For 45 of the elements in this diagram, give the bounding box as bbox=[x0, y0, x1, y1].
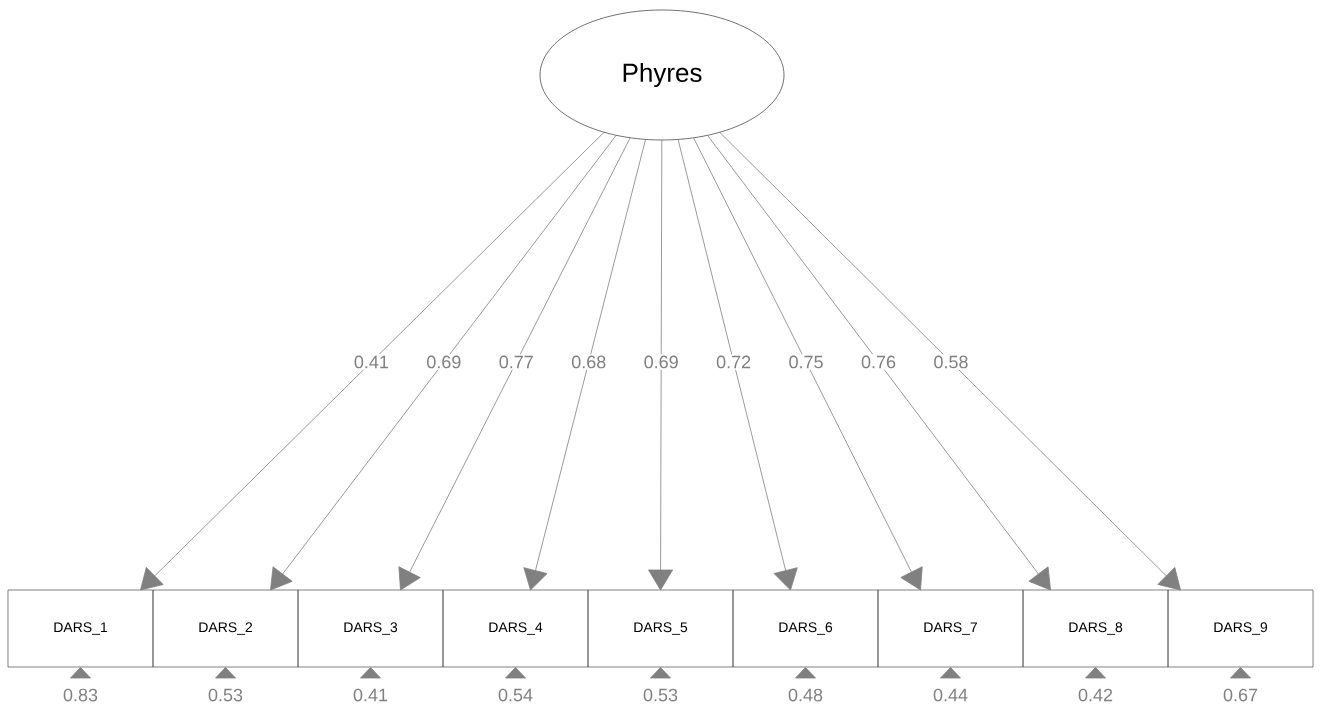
variable-box: DARS_4 bbox=[442, 589, 589, 668]
variable-box: DARS_7 bbox=[877, 589, 1024, 668]
variable-box: DARS_8 bbox=[1022, 589, 1169, 668]
residual-arrow bbox=[650, 667, 671, 679]
variable-box: DARS_6 bbox=[732, 589, 879, 668]
residual-arrow bbox=[1230, 667, 1251, 679]
arrow bbox=[719, 131, 1181, 591]
arrow bbox=[398, 137, 631, 591]
edge-label: 0.42 bbox=[1078, 688, 1113, 702]
variable-box: DARS_2 bbox=[152, 589, 299, 668]
residual-arrow bbox=[795, 667, 816, 679]
edge-label: 0.53 bbox=[643, 688, 678, 702]
edge-label: 0.48 bbox=[788, 688, 823, 702]
edge-label: 0.75 bbox=[787, 354, 826, 370]
edge-label: 0.69 bbox=[424, 354, 463, 370]
variable-box: DARS_3 bbox=[297, 589, 444, 668]
edge-label: 0.69 bbox=[642, 354, 681, 370]
edge-label: 0.76 bbox=[859, 354, 898, 370]
edge-label: 0.72 bbox=[714, 354, 753, 370]
residual-arrow bbox=[215, 667, 236, 679]
arrow bbox=[677, 139, 798, 591]
residual-arrow bbox=[360, 667, 381, 679]
variable-box: DARS_9 bbox=[1167, 589, 1314, 668]
edge-label: 0.53 bbox=[208, 688, 243, 702]
edge-label: 0.58 bbox=[931, 354, 970, 370]
edge-label: 0.83 bbox=[63, 688, 98, 702]
arrow bbox=[270, 134, 617, 591]
edge-label: 0.67 bbox=[1223, 688, 1258, 702]
edge-label: 0.68 bbox=[569, 354, 608, 370]
variable-box: DARS_1 bbox=[7, 589, 154, 668]
edge-label: 0.77 bbox=[497, 354, 536, 370]
residual-arrow bbox=[940, 667, 961, 679]
arrow bbox=[140, 131, 605, 591]
residual-arrow bbox=[70, 667, 91, 679]
edge-label: 0.54 bbox=[498, 688, 533, 702]
edge-label: 0.41 bbox=[352, 354, 391, 370]
residual-arrow bbox=[505, 667, 526, 679]
arrow bbox=[693, 137, 923, 591]
residual-arrow bbox=[1085, 667, 1106, 679]
variable-box: DARS_5 bbox=[587, 589, 734, 668]
arrow bbox=[707, 134, 1051, 591]
arrow bbox=[523, 139, 646, 591]
arrow bbox=[648, 139, 673, 591]
edge-label: 0.41 bbox=[353, 688, 388, 702]
edge-label: 0.44 bbox=[933, 688, 968, 702]
